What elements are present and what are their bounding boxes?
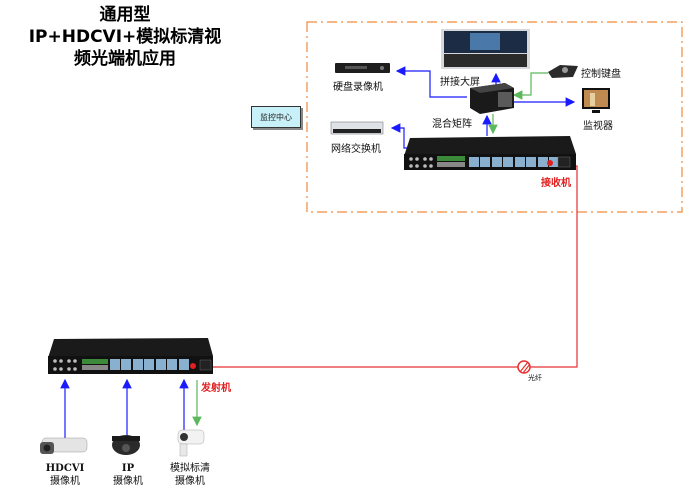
monitoring-center-label: 监控中心 (260, 112, 292, 122)
receiver-label: 接收机 (541, 178, 571, 189)
network-switch-icon (330, 121, 384, 135)
fiber-label: 光纤 (528, 374, 542, 382)
video-wall-label: 拼接大屏 (440, 77, 480, 88)
dvr-icon (335, 63, 390, 73)
hdcvi-camera-icon (40, 437, 88, 454)
matrix-label: 混合矩阵 (432, 119, 472, 130)
analog-camera-icon (177, 429, 205, 457)
hdcvi-camera-label-line2: 摄像机 (50, 476, 80, 487)
title-line-1: 通用型 (99, 5, 151, 25)
video-wall-icon (441, 29, 530, 69)
hdcvi-camera-label-line1: HDCVI (45, 463, 85, 474)
fiber-link (208, 165, 578, 368)
hdcvi-camera-label: HDCVI 摄像机 (40, 462, 90, 488)
link-receiver-switch (390, 123, 408, 149)
matrix-icon (470, 83, 514, 114)
link-keyboard-matrix (512, 72, 548, 100)
transmitter-icon (48, 338, 213, 374)
analog-camera-label-line1: 模拟标清 (170, 463, 210, 474)
ip-camera-label-line1: IP (121, 463, 135, 474)
receiver-icon (404, 136, 576, 170)
title-line-3: 频光端机应用 (74, 49, 176, 69)
monitor-label: 监视器 (583, 121, 613, 132)
control-keyboard-label: 控制键盘 (581, 69, 621, 80)
control-keyboard-icon (548, 65, 578, 78)
ip-camera-icon (112, 435, 140, 455)
analog-camera-label: 模拟标清 摄像机 (160, 462, 220, 488)
title-line-2: IP+HDCVI+模拟标清视 (28, 27, 222, 47)
monitoring-center-zone (306, 21, 683, 213)
ip-camera-label: IP 摄像机 (103, 462, 153, 488)
link-matrix-dvr (395, 66, 467, 98)
network-switch-label: 网络交换机 (331, 144, 381, 155)
monitoring-center-badge: 监控中心 (251, 106, 301, 128)
transmitter-label: 发射机 (201, 383, 231, 394)
monitor-icon (582, 88, 610, 113)
analog-camera-label-line2: 摄像机 (175, 476, 205, 487)
diagram-title: 通用型 IP+HDCVI+模拟标清视 频光端机应用 (0, 4, 250, 70)
ip-camera-label-line2: 摄像机 (113, 476, 143, 487)
dvr-label: 硬盘录像机 (333, 82, 383, 93)
